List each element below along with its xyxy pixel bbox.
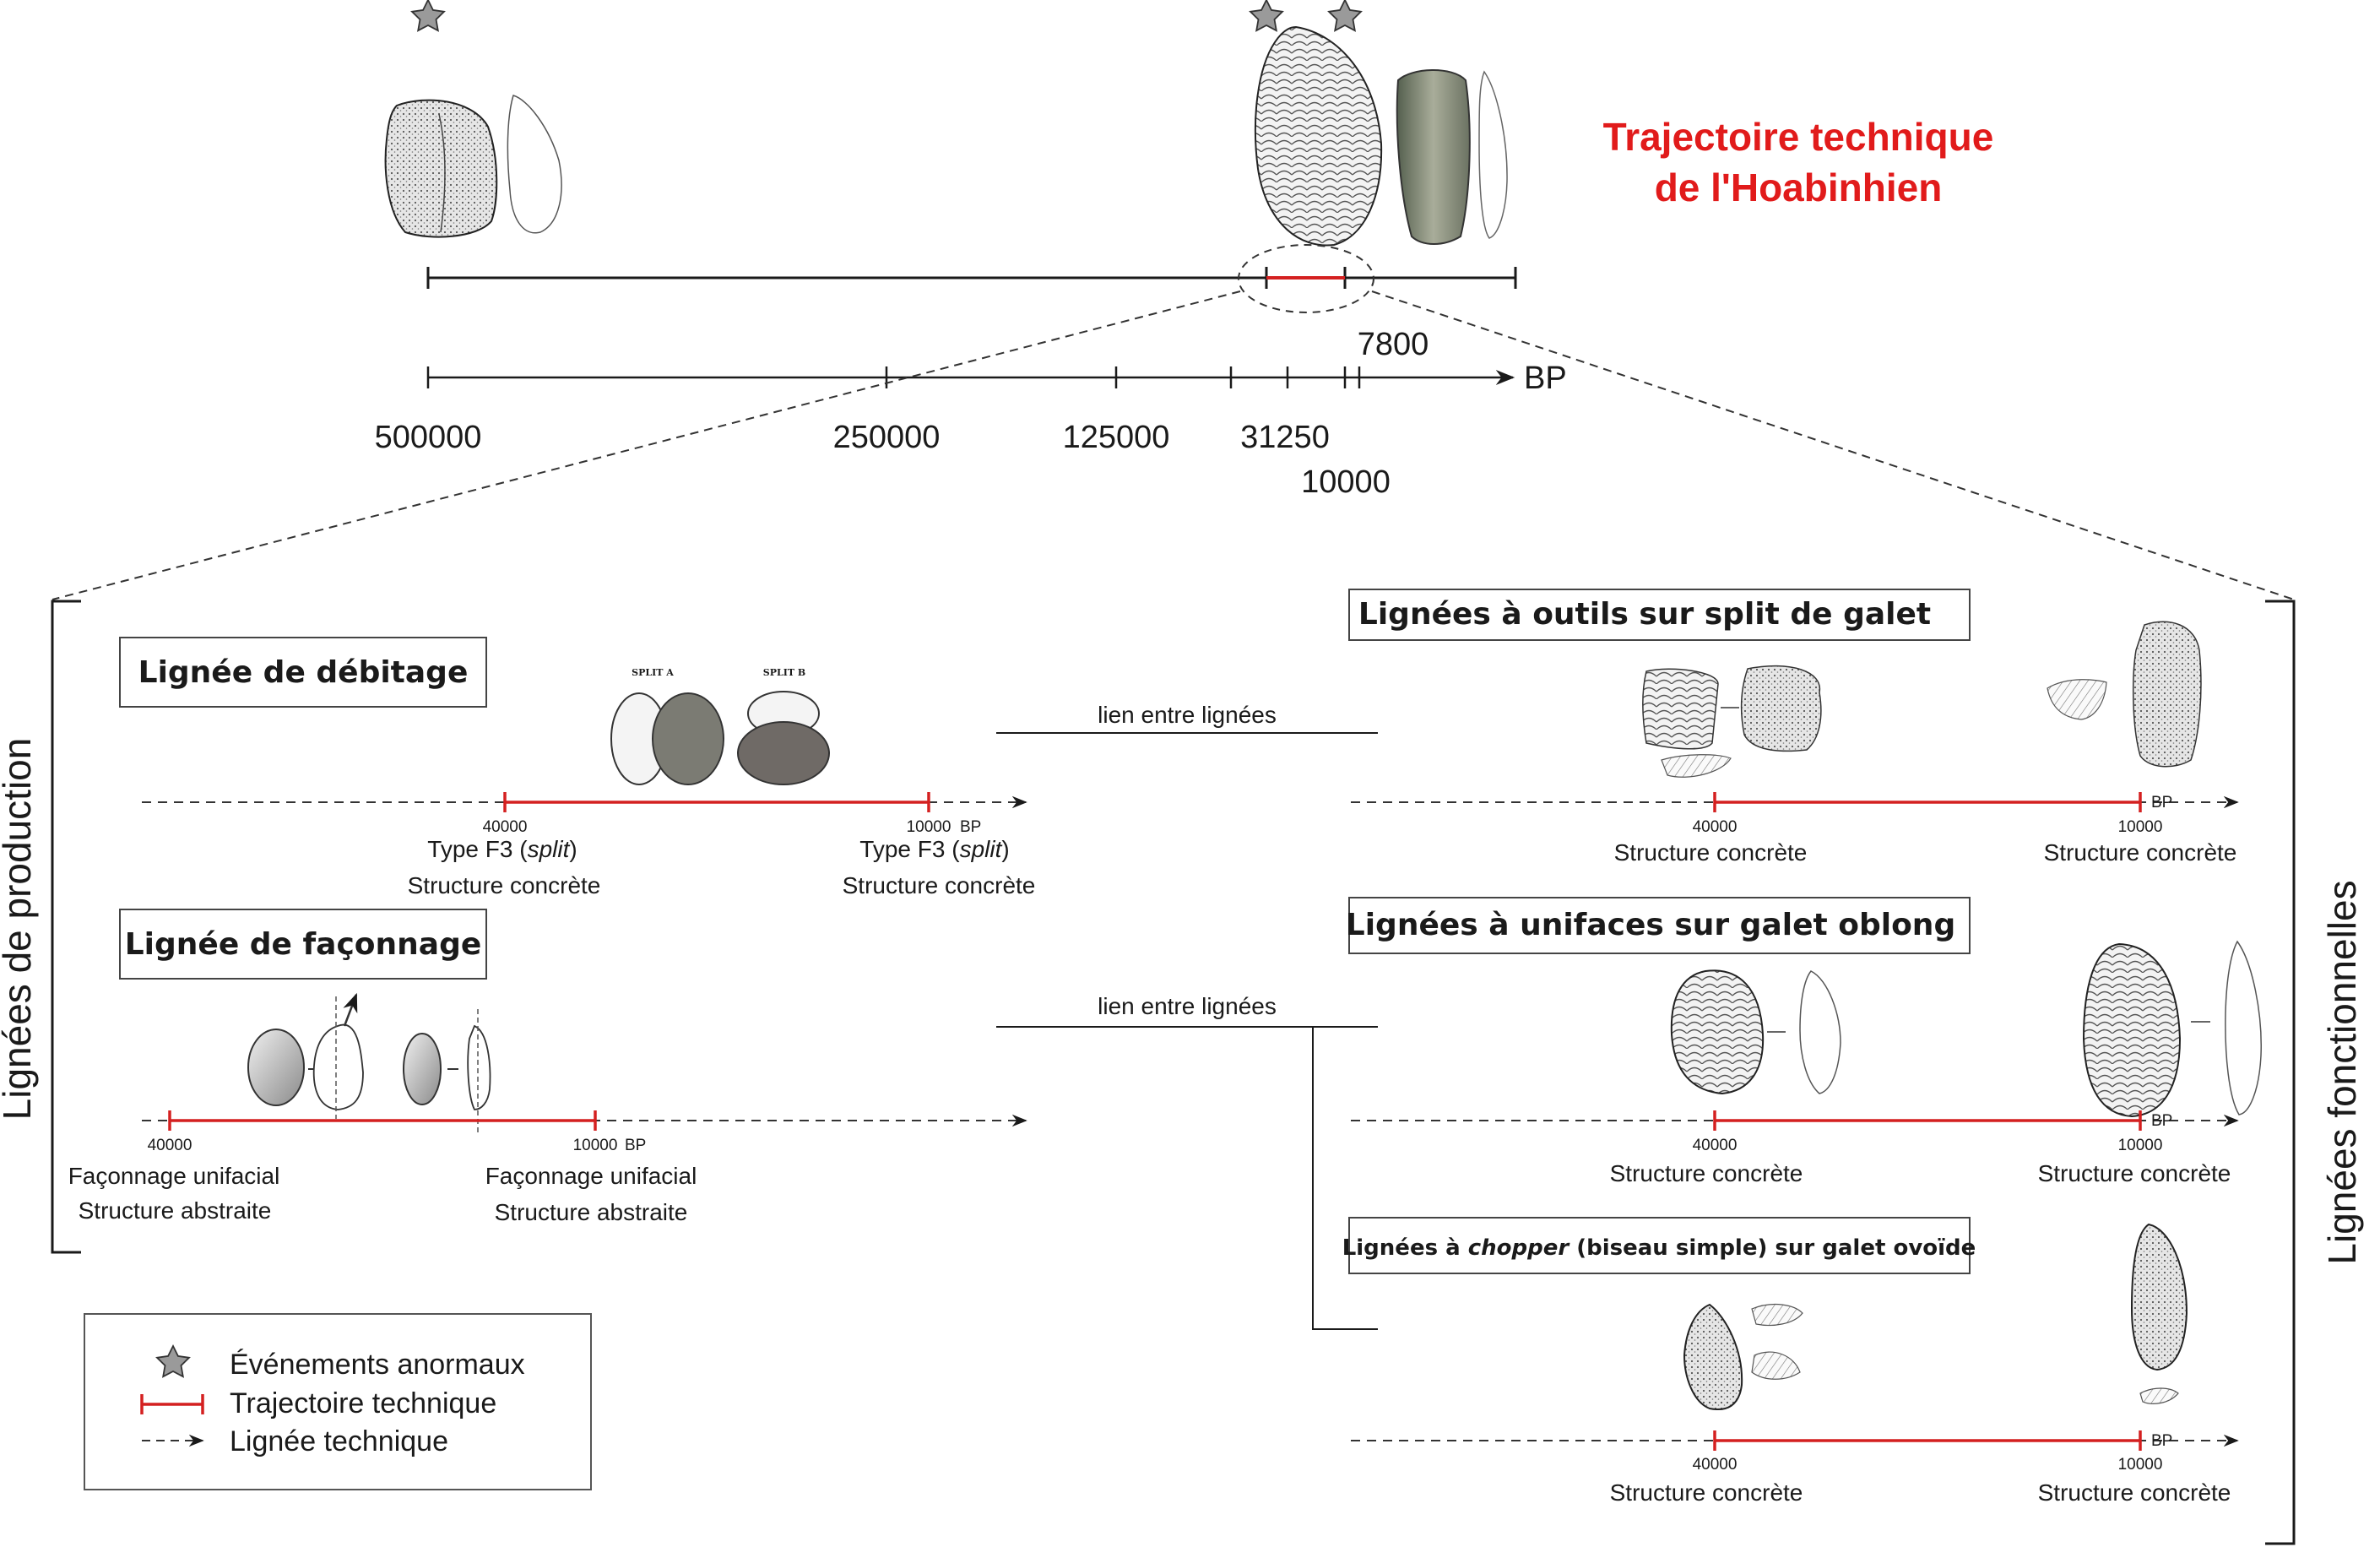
debitage-bp: BP	[960, 818, 981, 836]
box-faconnage	[119, 909, 487, 980]
star-icon	[411, 0, 445, 32]
debitage-start-num: 40000	[483, 818, 528, 836]
unifaces-start-num: 40000	[1693, 1137, 1738, 1154]
trajectory-faconnage	[168, 1110, 597, 1131]
tick-label: 500000	[375, 420, 482, 455]
polished-axe-drawing	[1396, 69, 1508, 245]
chopper-end-num: 10000	[2118, 1456, 2163, 1474]
box-unifaces	[1348, 897, 1971, 954]
trajectory-unifaces	[1713, 1110, 2142, 1131]
zoom-ellipse	[1238, 244, 1374, 313]
split-tools-end-struct: Structure concrète	[2044, 839, 2237, 866]
star-icon	[1328, 0, 1362, 32]
unifaces-start-struct: Structure concrète	[1610, 1160, 1803, 1186]
debitage-start-type: Type F3 (split)	[427, 836, 577, 862]
debitage-start-struct: Structure concrète	[408, 872, 601, 898]
chopper-drawings	[1683, 1223, 2188, 1410]
trajectory-split-tools	[1713, 792, 2142, 812]
box-debitage-title: Lignée de débitage	[138, 655, 469, 690]
svg-text:SPLIT A: SPLIT A	[632, 667, 674, 678]
tick-label: 250000	[833, 420, 941, 455]
chopper-start-struct: Structure concrète	[1610, 1479, 1803, 1506]
box-chopper	[1348, 1217, 1971, 1274]
faconnage-end-num: 10000	[573, 1137, 618, 1154]
faconnage-start-struct: Structure abstraite	[79, 1197, 272, 1224]
star-icon	[1250, 0, 1283, 32]
legend-star-label: Événements anormaux	[230, 1349, 525, 1381]
unifaces-end-struct: Structure concrète	[2038, 1160, 2231, 1186]
legend-lineage-label: Lignée technique	[230, 1425, 448, 1457]
unifaces-drawings	[1670, 940, 2262, 1118]
side-label-production: Lignées de production	[0, 738, 39, 1121]
left-bracket	[51, 600, 81, 1254]
box-unifaces-title: Lignées à unifaces sur galet oblong	[1346, 908, 1955, 942]
box-debitage	[119, 637, 487, 708]
title-line-2: de l'Hoabinhien	[1655, 166, 1943, 209]
box-split-tools-title: Lignées à outils sur split de galet	[1358, 597, 1931, 632]
debitage-end-num: 10000	[907, 818, 951, 836]
tick-label: 10000	[1301, 464, 1391, 500]
unifaces-end-num: 10000	[2118, 1137, 2163, 1154]
split-tools-start-struct: Structure concrète	[1614, 839, 1808, 866]
link-label-bottom: lien entre lignées	[1098, 993, 1277, 1019]
faconnage-start-type: Façonnage unifacial	[68, 1163, 280, 1189]
split-tools-drawings	[1642, 621, 2202, 778]
tick-label: 31250	[1240, 420, 1330, 455]
projection-line-left	[52, 290, 1241, 600]
side-label-functional: Lignées fonctionnelles	[2320, 880, 2364, 1264]
legend: Événements anormaux Trajectoire techniqu…	[84, 1313, 592, 1490]
top-scale-bar	[426, 244, 1517, 313]
uniface-drawing-top	[1254, 25, 1383, 247]
faconnage-end-struct: Structure abstraite	[495, 1199, 688, 1225]
box-chopper-title: Lignées à chopper (biseau simple) sur ga…	[1342, 1235, 1976, 1261]
chopper-end-struct: Structure concrète	[2038, 1479, 2231, 1506]
faconnage-end-type: Façonnage unifacial	[485, 1163, 697, 1189]
pebble-tool-drawing	[384, 95, 562, 238]
box-split-tools	[1348, 589, 1971, 641]
split-tools-bp: BP	[2151, 794, 2172, 811]
faconnage-start-num: 40000	[148, 1137, 192, 1154]
legend-trajectory-label: Trajectoire technique	[230, 1387, 496, 1419]
tick-label: 7800	[1358, 327, 1429, 362]
split-tools-start-num: 40000	[1693, 818, 1738, 836]
projection-line-right	[1371, 290, 2295, 600]
tick-label: 125000	[1063, 420, 1170, 455]
chopper-bp: BP	[2151, 1432, 2172, 1450]
title-line-1: Trajectoire technique	[1603, 115, 1994, 159]
legend-trajectory-icon	[140, 1394, 204, 1414]
right-bracket	[2265, 600, 2296, 1545]
trajectory-chopper	[1713, 1430, 2142, 1451]
link-label-top: lien entre lignées	[1098, 702, 1277, 728]
box-faconnage-title: Lignée de façonnage	[125, 927, 482, 962]
axis-unit: BP	[1524, 361, 1567, 396]
split-tools-end-num: 10000	[2118, 818, 2163, 836]
time-axis	[426, 366, 1515, 388]
debitage-end-struct: Structure concrète	[843, 872, 1036, 898]
faconnage-drawings	[247, 992, 491, 1136]
faconnage-bp: BP	[625, 1137, 646, 1154]
svg-text:SPLIT B: SPLIT B	[763, 667, 805, 678]
link-branch-chopper	[1312, 1027, 1378, 1330]
split-pebble-drawings: SPLIT A SPLIT B	[610, 667, 830, 785]
trajectory-debitage	[503, 792, 930, 812]
unifaces-bp: BP	[2151, 1112, 2172, 1130]
chopper-start-num: 40000	[1693, 1456, 1738, 1474]
debitage-end-type: Type F3 (split)	[859, 836, 1009, 862]
